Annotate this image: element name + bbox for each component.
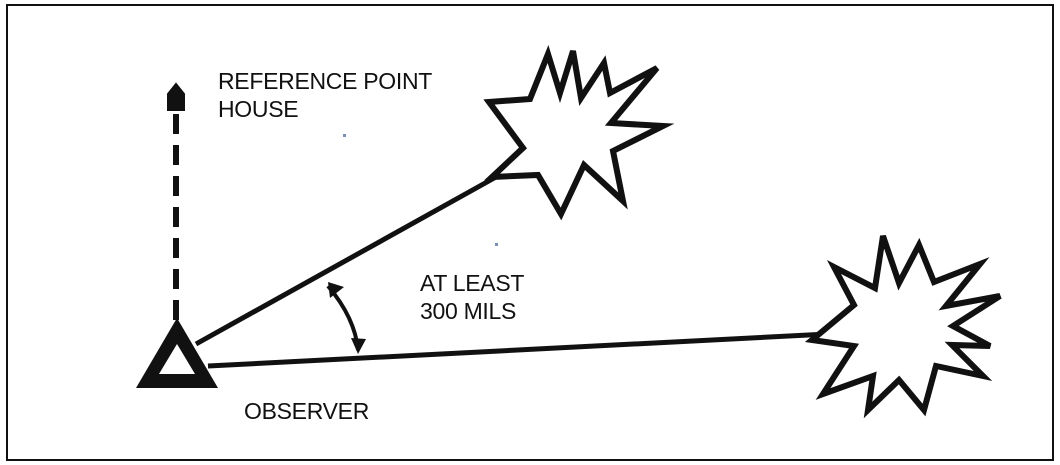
speck [495,243,498,246]
angle-label-line1: AT LEAST [420,268,524,298]
line-to-lower-burst [208,334,828,366]
burst-icon [812,236,1000,410]
observer-label: OBSERVER [244,396,369,426]
arc-arrowhead-bottom [351,338,366,354]
burst-icon [489,51,663,214]
angle-label-line2: 300 MILS [420,296,516,326]
house-label: HOUSE [218,94,298,124]
triangle-icon [136,318,218,388]
reference-point-label: REFERENCE POINT [218,66,432,96]
speck [343,134,346,137]
house-icon [168,84,184,110]
